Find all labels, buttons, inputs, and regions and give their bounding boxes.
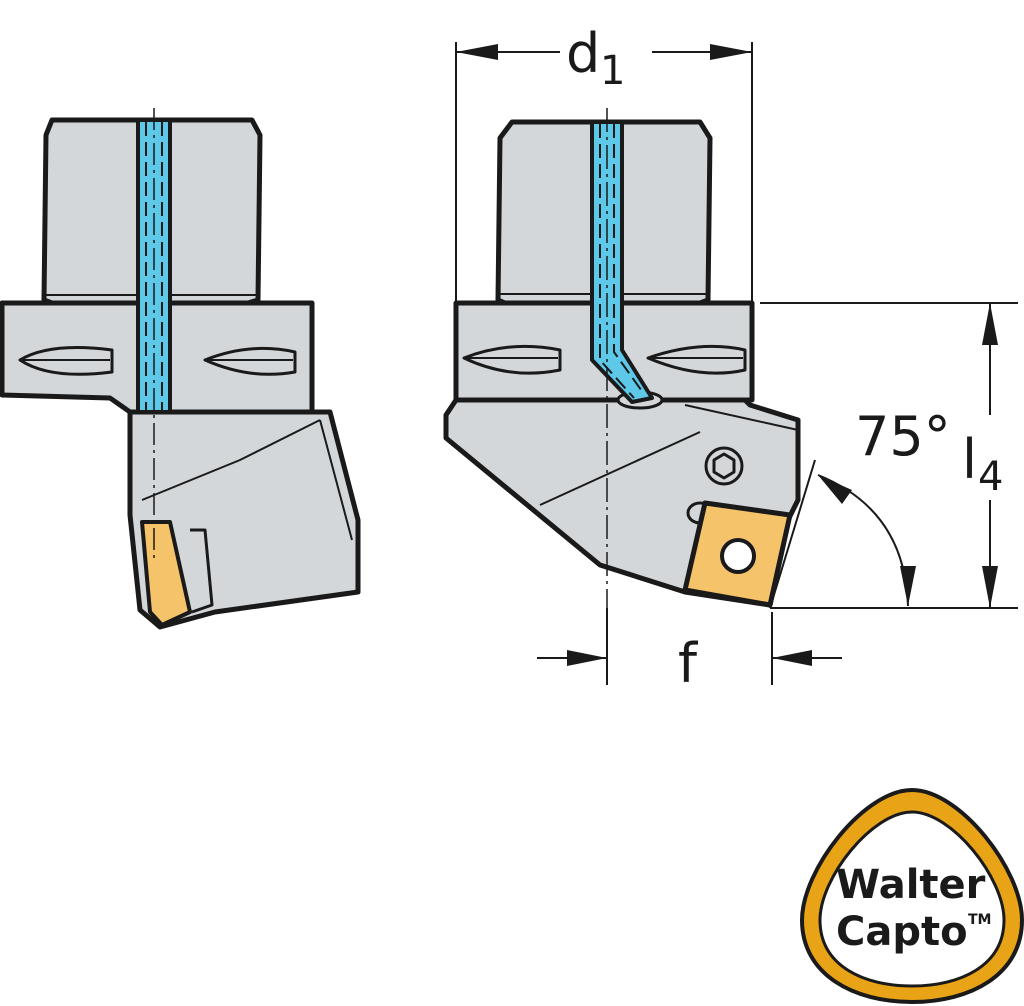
side-view-head (127, 409, 361, 630)
side-view-coolant-channel (136, 108, 172, 560)
logo-line2: Capto (836, 909, 968, 955)
clamp-screw (704, 446, 744, 486)
walter-capto-logo: Walter Capto TM (799, 787, 1024, 1005)
logo-line1: Walter (836, 862, 986, 908)
d1-label: d (566, 22, 600, 85)
d1-subscript: 1 (600, 48, 625, 94)
top-view-slot-left (462, 344, 562, 375)
dimension-lines (455, 42, 1018, 685)
l4-subscript: 4 (978, 454, 1003, 500)
logo-trademark: TM (968, 912, 991, 928)
angle-label: 75° (855, 405, 951, 468)
insert-hole (720, 538, 756, 574)
side-view-slot-right (203, 346, 297, 376)
top-view-slot-right (646, 344, 747, 375)
l4-label: l (962, 428, 977, 491)
side-view (0, 117, 361, 630)
f-label: f (678, 632, 699, 695)
